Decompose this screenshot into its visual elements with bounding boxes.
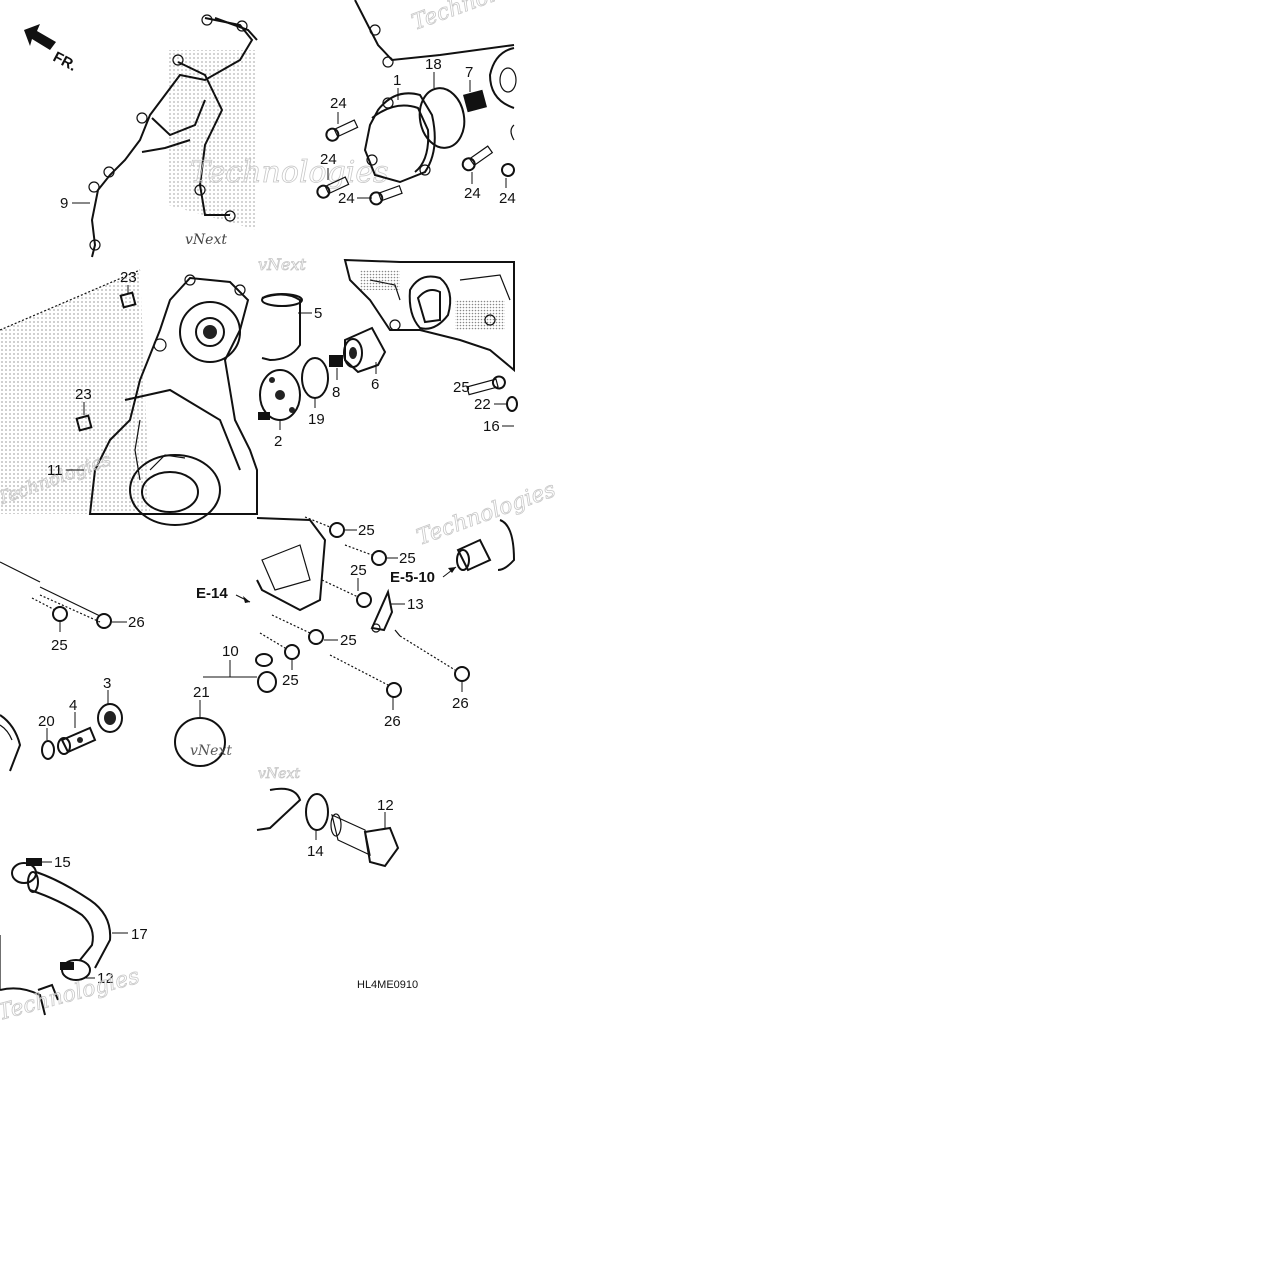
callout-21: 21 <box>193 684 210 701</box>
callout-25-c: 25 <box>358 522 375 539</box>
tile-crankcase: Technologies 23 23 11 <box>0 269 258 526</box>
bolt-25-f <box>271 614 324 645</box>
dowel-23-b <box>75 414 93 432</box>
callout-22: 22 <box>474 396 491 413</box>
bolt-26-a <box>39 586 112 629</box>
callout-2: 2 <box>274 433 282 450</box>
o-ring-19 <box>301 357 329 399</box>
bracket-13 <box>370 588 394 633</box>
callout-24-c: 24 <box>338 190 355 207</box>
callout-26-a: 26 <box>128 614 145 631</box>
callout-14: 17 <box>131 926 148 943</box>
gasket-9-outline <box>90 17 254 258</box>
callout-25-e: 25 <box>350 562 367 579</box>
callout-19: 19 <box>308 411 325 428</box>
callout-26-b: 26 <box>384 713 401 730</box>
callout-1: 1 <box>393 72 401 89</box>
callout-25-b: 25 <box>51 637 68 654</box>
tile-hose: 15 17 12 Technologies <box>0 854 148 1026</box>
callout-20: 20 <box>38 713 55 730</box>
tile-oil-filter: vNext 5 6 8 19 2 <box>258 255 518 450</box>
callout-24-a: 24 <box>330 95 347 112</box>
callout-18: 18 <box>425 56 442 73</box>
diagram-code: HL4ME0910 <box>357 979 418 991</box>
callout-6: 6 <box>371 376 379 393</box>
e510-label: E-5-10 <box>390 569 435 586</box>
bolt-25-a <box>466 375 506 396</box>
callout-16: 16 <box>483 418 500 435</box>
tile-gasket: FR. 9 Technologies vNext <box>24 14 389 258</box>
bolt-15 <box>330 813 400 868</box>
callout-25-a: 25 <box>453 379 470 396</box>
filter-5 <box>261 293 303 362</box>
front-marker-label: FR. <box>50 49 79 75</box>
callout-25-g: 25 <box>282 672 299 689</box>
callout-4: 4 <box>69 697 77 714</box>
callout-9: 9 <box>60 195 68 212</box>
tile-cover-bolts: Technologies E-5-10 25 25 25 <box>255 477 559 730</box>
element-6 <box>343 326 387 374</box>
tile-drain-bolt: vNext 14 12 HL4ME0910 <box>256 766 418 991</box>
watermark-tech: Technologies <box>409 0 554 36</box>
bolt-26-c <box>394 629 470 682</box>
callout-3: 3 <box>103 675 111 692</box>
watermark-vnext: vNext <box>185 232 227 248</box>
callout-5: 5 <box>314 305 322 322</box>
callout-7: 7 <box>465 64 473 81</box>
callout-24-b: 24 <box>320 151 337 168</box>
washer-22 <box>506 396 518 412</box>
callout-25-d: 25 <box>399 550 416 567</box>
watermark-tech-4: Technologies <box>414 477 559 550</box>
joint-4 <box>57 726 97 755</box>
watermark-tech-6: vNext <box>258 766 300 782</box>
washer-17 <box>305 793 329 831</box>
watermark-tech-5: Technologies <box>0 964 142 1026</box>
callout-23-a: 23 <box>120 269 137 286</box>
o-ring-18 <box>418 87 466 149</box>
callout-15: 12 <box>377 797 394 814</box>
callout-25-f: 25 <box>340 632 357 649</box>
front-arrow-icon: FR. <box>24 24 79 75</box>
callout-10: 10 <box>222 643 239 660</box>
callout-24-d: 24 <box>464 185 481 202</box>
callout-12-a: 15 <box>54 854 71 871</box>
bolt-25-c <box>304 516 345 538</box>
callout-17: 14 <box>307 843 324 860</box>
callout-13: 13 <box>407 596 424 613</box>
cover-1 <box>363 92 436 184</box>
callout-23-b: 23 <box>75 386 92 403</box>
dowel-23-a <box>119 291 137 309</box>
tile-pipe-bolts: 26 25 3 4 20 10 21 <box>0 561 257 772</box>
callout-11: 11 <box>47 462 63 479</box>
bolt-26-b <box>329 654 402 698</box>
hose-14 <box>27 871 112 969</box>
bolt-24-group <box>316 119 515 206</box>
callout-24-e: 24 <box>499 190 516 207</box>
bolt-25-e <box>321 579 372 608</box>
e14-label: E-14 <box>196 585 228 602</box>
e510-reference: E-5-10 <box>390 566 457 586</box>
watermark-tech-3: vNext <box>258 255 307 274</box>
pipe-stub <box>456 519 516 572</box>
watermark-text: Technologies <box>190 155 389 190</box>
spring-8 <box>329 355 343 367</box>
plug-3 <box>97 703 123 733</box>
callout-26-c: 26 <box>452 695 469 712</box>
crankcase-11 <box>88 274 258 526</box>
bolt-25-b <box>31 597 68 622</box>
engine-housing <box>343 258 515 373</box>
o-ring-20 <box>41 740 55 760</box>
callout-12-b: 12 <box>97 970 114 987</box>
clamp-12-b <box>60 959 91 981</box>
bolt-25-d <box>344 544 387 566</box>
spring-7 <box>463 89 487 113</box>
e14-reference: E-14 <box>196 585 251 603</box>
cover-2 <box>258 369 301 421</box>
watermark-vnext-2: vNext <box>190 743 232 759</box>
callout-8: 8 <box>332 384 340 401</box>
